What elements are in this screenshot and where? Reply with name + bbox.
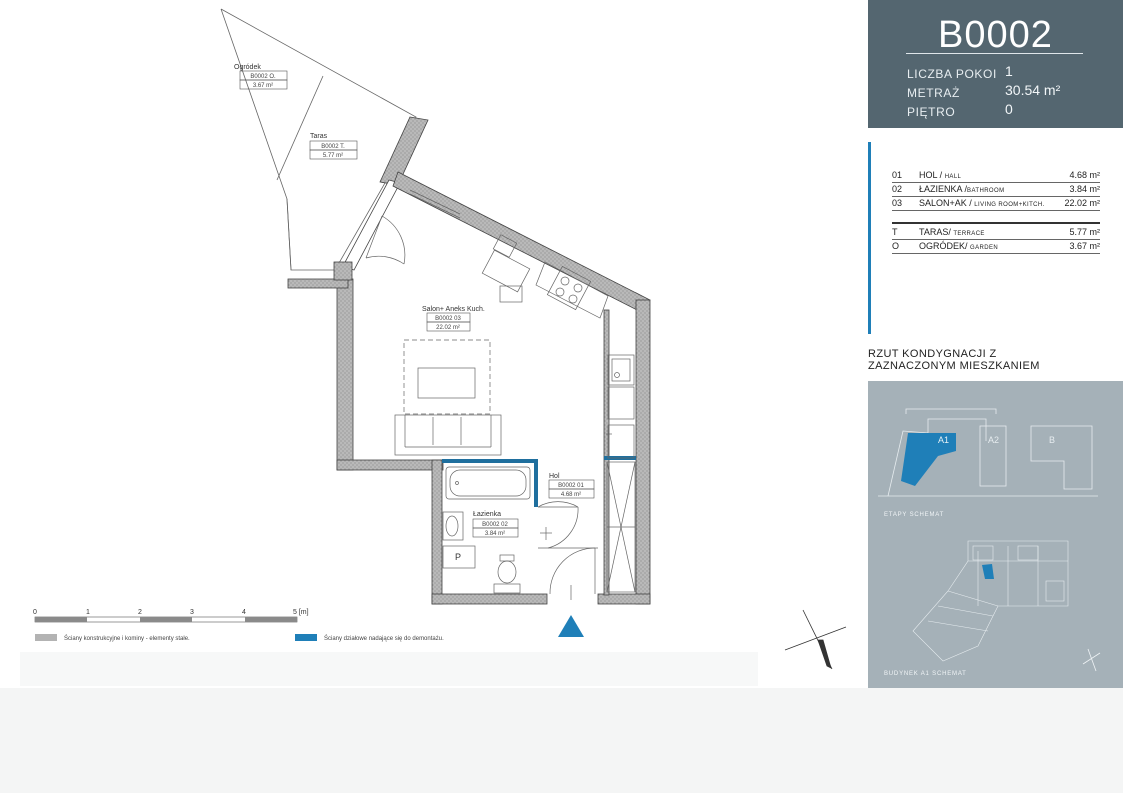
rzut-title-line2: ZAZNACZONYM MIESZKANIEM: [868, 360, 1040, 372]
stage-a1-label: A1: [938, 435, 949, 445]
room-row: 03 SALON+AK / LIVING ROOM+KITCH. 22.02 m…: [892, 197, 1100, 211]
rooms-count-value: 1: [1005, 63, 1013, 79]
garden-area: 3.67 m²: [253, 83, 273, 89]
room-num: 03: [892, 198, 903, 208]
north-arrow-icon: [784, 609, 847, 670]
header-divider: [906, 53, 1083, 54]
outdoor-area: 3.67 m²: [1069, 241, 1100, 251]
bath-code: B0002 02: [482, 522, 508, 528]
structural-walls: [287, 171, 651, 605]
room-area-table: 01 HOL / HALL 4.68 m² 02 ŁAZIENKA /BATHR…: [892, 169, 1100, 254]
apartment-code: B0002: [938, 14, 1053, 56]
apartment-header: B0002 LICZBA POKOI 1 METRAŻ 30.54 m² PIĘ…: [868, 0, 1123, 128]
terrace-title: Taras: [310, 133, 328, 140]
outdoor-name: TARAS/ TERRACE: [919, 227, 985, 237]
footer-band: [0, 688, 1123, 793]
bath-area: 3.84 m²: [485, 531, 505, 537]
apartment-location-highlight: [982, 564, 994, 579]
site-schema: A1 A2 B ETAPY SCHEMAT BUDYNEK A1 SCHEMAT: [868, 381, 1123, 688]
etapy-caption: ETAPY SCHEMAT: [884, 512, 945, 518]
legend-swatch-structural: [35, 634, 57, 641]
outdoor-row: O OGRÓDEK/ GARDEN 3.67 m²: [892, 240, 1100, 254]
terrace-code: B0002 T.: [321, 144, 345, 150]
hall-code: B0002 01: [558, 483, 584, 489]
rooms-count-label: LICZBA POKOI: [907, 67, 997, 81]
rzut-title-line1: RZUT KONDYGNACJI Z: [868, 348, 997, 360]
room-area: 4.68 m²: [1069, 170, 1100, 180]
room-num: 02: [892, 184, 903, 194]
room-num: 01: [892, 170, 903, 180]
outdoor-name: OGRÓDEK/ GARDEN: [919, 241, 999, 251]
bath-title: Łazienka: [473, 511, 501, 518]
floor-label: PIĘTRO: [907, 105, 956, 119]
room-tag-hall: Hol B0002 01 4.68 m²: [548, 473, 595, 499]
scale-tick-1: 1: [86, 609, 90, 616]
room-row: 01 HOL / HALL 4.68 m²: [892, 169, 1100, 183]
living-code: B0002 03: [435, 316, 461, 322]
schema-north-icon: [1082, 648, 1101, 672]
floor-value: 0: [1005, 101, 1013, 117]
living-area: 22.02 m²: [436, 325, 460, 331]
site-schema-drawing: A1 A2 B: [878, 408, 1101, 672]
room-name: SALON+AK / LIVING ROOM+KITCH.: [919, 198, 1045, 208]
room-tag-bath: Łazienka B0002 02 3.84 m²: [472, 511, 519, 538]
terrace-area: 5.77 m²: [323, 153, 343, 159]
accent-bar: [868, 142, 871, 334]
p-label: P: [455, 552, 461, 562]
interior-lines: [365, 189, 636, 600]
area-value: 30.54 m²: [1005, 82, 1061, 98]
area-label: METRAŻ: [907, 86, 960, 100]
room-area: 22.02 m²: [1064, 198, 1100, 208]
room-name: HOL / HALL: [919, 170, 962, 180]
scale-tick-2: 2: [138, 609, 142, 616]
room-area: 3.84 m²: [1069, 184, 1100, 194]
scale-bar: 0 1 2 3 4 5 [m]: [33, 609, 309, 623]
hall-area: 4.68 m²: [561, 492, 581, 498]
floor-plan-section-title: RZUT KONDYGNACJI Z ZAZNACZONYM MIESZKANI…: [868, 348, 1040, 372]
scale-tick-0: 0: [33, 609, 37, 616]
legend-structural-text: Ściany konstrukcyjne i kominy - elementy…: [64, 634, 190, 642]
garden-title: Ogródek: [234, 64, 261, 71]
room-name: ŁAZIENKA /BATHROOM: [919, 184, 1005, 194]
stage-a1-highlight: [901, 433, 956, 486]
living-title: Salon+ Aneks Kuch.: [422, 306, 485, 313]
stage-b-label: B: [1049, 435, 1055, 445]
legend-band: [20, 652, 758, 686]
outdoor-row: T TARAS/ TERRACE 5.77 m²: [892, 226, 1100, 240]
room-tag-living: Salon+ Aneks Kuch. B0002 03 22.02 m²: [422, 306, 485, 332]
scale-tick-4: 4: [242, 609, 246, 616]
table-divider: [892, 211, 1100, 224]
legend: Ściany konstrukcyjne i kominy - elementy…: [35, 634, 444, 642]
room-tag-garden: Ogródek B0002 O. 3.67 m²: [234, 64, 288, 90]
budynek-caption: BUDYNEK A1 SCHEMAT: [884, 671, 967, 677]
outdoor-num: O: [892, 241, 900, 251]
outdoor-area: 5.77 m²: [1069, 227, 1100, 237]
room-tag-terrace: Taras B0002 T. 5.77 m²: [309, 133, 358, 160]
legend-swatch-removable: [295, 634, 317, 641]
room-row: 02 ŁAZIENKA /BATHROOM 3.84 m²: [892, 183, 1100, 197]
hall-title: Hol: [549, 473, 560, 480]
outdoor-num: T: [892, 227, 898, 237]
scale-tick-3: 3: [190, 609, 194, 616]
scale-tick-5: 5 [m]: [293, 609, 309, 616]
stage-a2-label: A2: [988, 435, 999, 445]
floor-plan: Ogródek B0002 O. 3.67 m² Taras B0002 T. …: [33, 8, 847, 670]
garden-code: B0002 O.: [250, 74, 276, 80]
legend-removable-text: Ściany działowe nadające się do demontaż…: [324, 634, 444, 642]
entrance-arrow-icon: [558, 615, 584, 637]
